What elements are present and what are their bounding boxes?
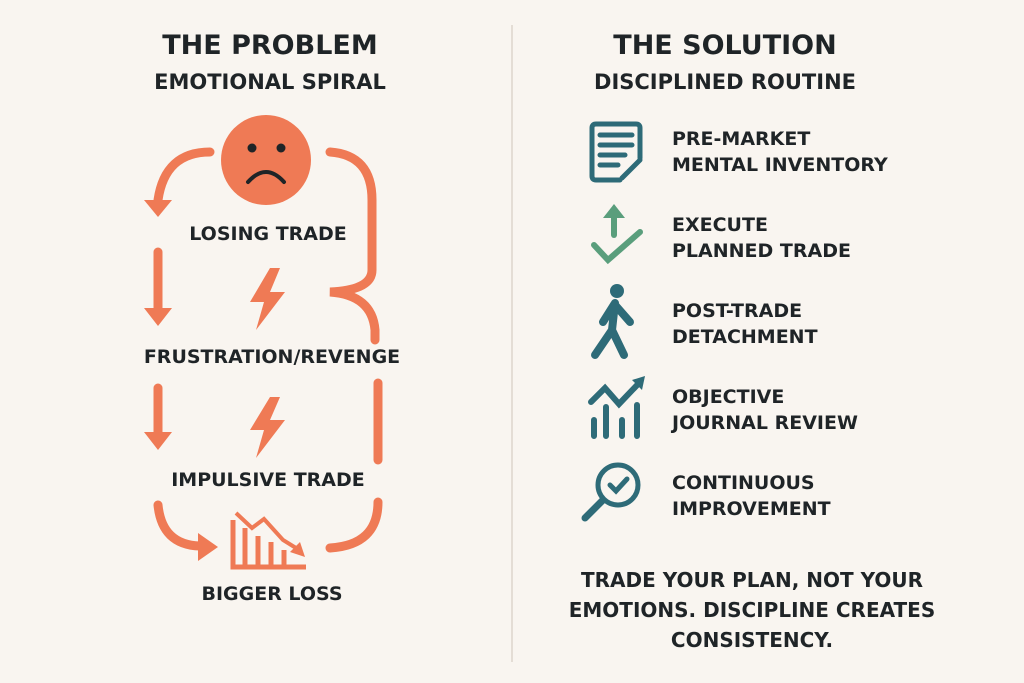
step-bigger-loss: BIGGER LOSS bbox=[201, 583, 343, 605]
rising-chart-icon bbox=[588, 376, 645, 439]
sad-face-icon bbox=[221, 115, 311, 205]
item-line: EXECUTE bbox=[672, 214, 768, 236]
curved-arrow bbox=[153, 147, 215, 205]
falling-chart-icon bbox=[230, 511, 306, 570]
routine-item: OBJECTIVE JOURNAL REVIEW bbox=[672, 384, 858, 436]
routine-item: POST-TRADE DETACHMENT bbox=[672, 298, 818, 350]
item-line: PLANNED TRADE bbox=[672, 240, 851, 262]
item-line: CONTINUOUS bbox=[672, 472, 815, 494]
loop-line bbox=[325, 147, 380, 345]
step-impulsive-trade: IMPULSIVE TRADE bbox=[171, 469, 365, 491]
problem-subtitle: EMOTIONAL SPIRAL bbox=[154, 70, 386, 94]
step-frustration: FRUSTRATION/REVENGE bbox=[143, 346, 401, 368]
item-line: OBJECTIVE bbox=[672, 386, 785, 408]
item-line: IMPROVEMENT bbox=[672, 498, 831, 520]
quote-line: EMOTIONS. DISCIPLINE CREATES bbox=[568, 598, 936, 622]
item-line: MENTAL INVENTORY bbox=[672, 154, 888, 176]
lightning-icon bbox=[250, 397, 285, 458]
item-line: PRE-MARKET bbox=[672, 128, 811, 150]
magnifier-check-icon bbox=[581, 462, 641, 522]
step-losing-trade: LOSING TRADE bbox=[189, 223, 347, 245]
checklist-icon bbox=[589, 121, 643, 183]
arrowhead-icon bbox=[144, 308, 172, 326]
solution-subtitle: DISCIPLINED ROUTINE bbox=[594, 70, 856, 94]
routine-item: CONTINUOUS IMPROVEMENT bbox=[672, 470, 831, 522]
item-line: JOURNAL REVIEW bbox=[672, 412, 858, 434]
item-line: POST-TRADE bbox=[672, 300, 803, 322]
quote-line: CONSISTENCY. bbox=[670, 628, 834, 652]
quote-line: TRADE YOUR PLAN, NOT YOUR bbox=[580, 568, 924, 592]
arrow-check-icon bbox=[591, 204, 643, 265]
problem-title: THE PROBLEM bbox=[162, 30, 378, 61]
item-line: DETACHMENT bbox=[672, 326, 818, 348]
routine-item: EXECUTE PLANNED TRADE bbox=[672, 212, 851, 264]
arrowhead-icon bbox=[144, 432, 172, 450]
walking-person-icon bbox=[591, 284, 634, 359]
curved-arrow bbox=[153, 500, 205, 551]
loop-line bbox=[325, 497, 383, 553]
arrowhead-icon bbox=[198, 533, 218, 561]
routine-item: PRE-MARKET MENTAL INVENTORY bbox=[672, 126, 888, 178]
solution-title: THE SOLUTION bbox=[613, 30, 837, 61]
arrowhead-icon bbox=[144, 200, 172, 217]
closing-quote: TRADE YOUR PLAN, NOT YOUR EMOTIONS. DISC… bbox=[569, 565, 936, 655]
lightning-icon bbox=[250, 268, 285, 330]
